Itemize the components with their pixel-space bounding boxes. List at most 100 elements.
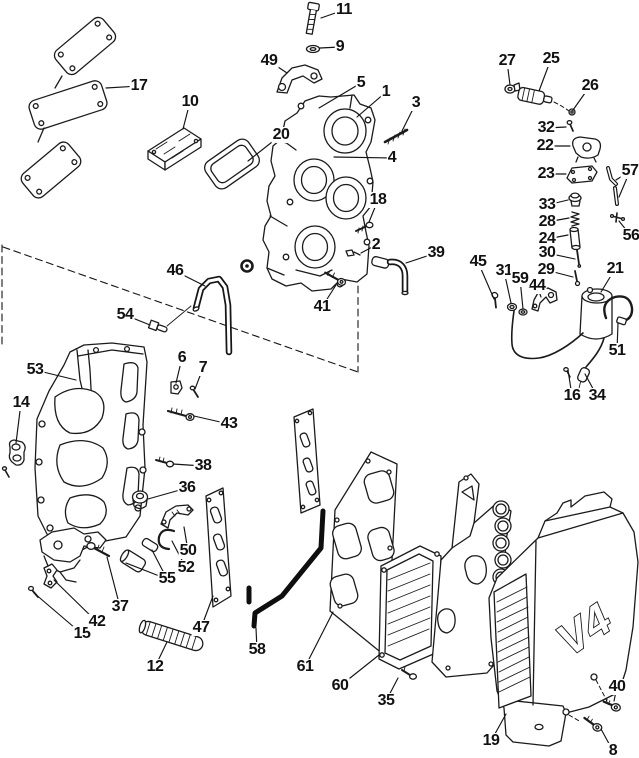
hose-39 [371,256,409,296]
gasket-20 [204,138,260,190]
pump-body-22 [572,136,602,163]
part-callout-43: 43 [219,415,239,432]
plate-23 [566,165,598,184]
part-callout-52: 52 [176,559,196,576]
part-callout-56: 56 [621,227,639,244]
part-callout-38: 38 [193,457,213,474]
part-callout-5: 5 [355,74,367,91]
silencer-cover-19: V4 [488,491,639,747]
washer-59 [518,308,528,316]
part-callout-37: 37 [110,598,130,615]
grommet-31 [506,302,518,312]
part-callout-61: 61 [295,658,315,675]
screw-7 [189,385,199,398]
part-callout-22: 22 [535,137,555,154]
part-callout-8: 8 [607,742,619,758]
cup-24 [569,226,581,251]
grommet-27 [504,82,521,94]
part-callout-55: 55 [157,570,177,587]
mount-14 [1,439,26,478]
part-callout-20: 20 [271,126,291,143]
part-callout-58: 58 [247,641,267,658]
bolt-41 [324,270,347,286]
bolt-43 [166,407,195,421]
fitting-2 [345,249,361,257]
part-callout-45: 45 [468,253,488,270]
part-callout-31: 31 [494,262,514,279]
spring-28 [570,211,580,227]
bolt-37 [86,542,111,558]
plate-47 [205,487,232,608]
part-callout-1: 1 [380,83,392,100]
part-callout-39: 39 [426,244,446,261]
part-callout-6: 6 [176,349,188,366]
part-callout-33: 33 [537,196,557,213]
bolt-40 [602,698,621,712]
part-callout-15: 15 [72,625,92,642]
leader-line-5 [318,82,362,109]
part-callout-18: 18 [368,191,388,208]
leader-line-4 [333,156,393,159]
clamp-42 [43,563,58,589]
plate-53 [34,342,148,552]
hose-58 [246,508,326,629]
part-callout-46: 46 [165,262,185,279]
part-callout-26: 26 [580,77,600,94]
part-callout-44: 44 [527,277,547,294]
pin-29 [574,270,581,287]
part-callout-34: 34 [587,387,607,404]
part-callout-53: 53 [25,361,45,378]
index-dot [240,259,254,273]
part-callout-24: 24 [537,230,557,247]
part-callout-2: 2 [370,236,382,253]
part-callout-4: 4 [386,149,398,166]
part-callout-54: 54 [115,306,135,323]
needle-30 [576,249,582,268]
pin-and-roller-55 [119,537,159,573]
clip-6 [170,380,183,395]
primer-valve-25 [517,86,570,112]
part-callout-7: 7 [197,359,209,376]
part-callout-21: 21 [605,260,625,277]
part-callout-12: 12 [145,658,165,675]
leader-line-37 [106,556,121,608]
part-callout-25: 25 [541,50,561,67]
tubes-57 [606,166,619,206]
part-callout-47: 47 [191,619,211,636]
part-callout-29: 29 [536,261,556,278]
solenoid-21 [510,286,613,368]
intake-manifold-1-4 [262,94,376,292]
part-callout-11: 11 [335,1,353,18]
screw-38 [155,456,175,468]
part-callout-32: 32 [536,119,556,136]
part-callout-16: 16 [562,387,582,404]
louver-plate-60 [378,545,442,670]
bolt-8 [583,715,603,732]
link-50 [160,504,194,529]
reed-valve-10 [147,127,202,171]
bushing-36 [131,490,149,510]
part-callout-49: 49 [259,52,279,69]
part-callout-51: 51 [607,342,627,359]
connector-34 [577,367,591,390]
lockout-bracket [39,527,107,583]
bolt-11 [305,1,320,35]
screw-18 [355,221,374,234]
part-callout-50: 50 [178,542,198,559]
retainer-ring-52 [157,528,176,551]
part-callout-14: 14 [11,394,31,411]
part-callout-42: 42 [87,613,107,630]
fitting-56 [609,212,626,223]
screw-45 [491,291,499,309]
screw-35 [401,666,418,680]
part-callout-60: 60 [330,677,350,694]
part-callout-17: 17 [129,77,149,94]
bracket-49 [276,64,323,94]
part-callout-27: 27 [497,52,517,69]
hose-46 [192,275,233,356]
part-callout-41: 41 [312,298,332,315]
fitting-54 [147,305,192,333]
part-callout-19: 19 [481,732,501,749]
